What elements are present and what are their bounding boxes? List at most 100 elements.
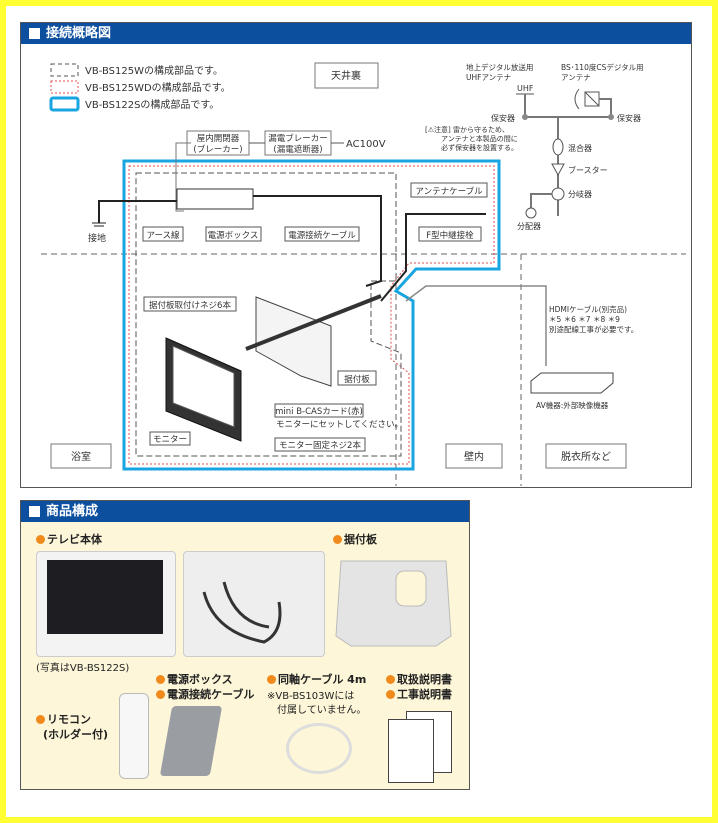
bullet-icon bbox=[267, 675, 276, 684]
av-device-label: AV機器:外部映像機器 bbox=[536, 400, 609, 410]
caution-note: アンテナと本製品の間に bbox=[441, 134, 518, 143]
monitor-label: モニター bbox=[153, 435, 187, 445]
bullet-icon bbox=[333, 535, 342, 544]
splitter-label: 分岐器 bbox=[568, 189, 592, 199]
section-header: 接続概略図 bbox=[21, 23, 691, 44]
earth-wire-label: アース線 bbox=[146, 230, 180, 241]
scope-vb-bs125w bbox=[135, 172, 402, 457]
item-power-box: 電源ボックス bbox=[156, 671, 233, 687]
item-tv-body: テレビ本体 bbox=[36, 531, 102, 547]
bcas-note: モニターにセットしてください。 bbox=[276, 420, 403, 430]
area-bathroom: 浴室 bbox=[71, 450, 91, 463]
hdmi-cable-line bbox=[405, 285, 547, 366]
mixer-icon bbox=[552, 138, 564, 156]
scope-vb-bs125wd bbox=[128, 165, 495, 465]
item-coax-cable: 同軸ケーブル 4m bbox=[267, 671, 366, 687]
tv-front-photo bbox=[36, 551, 176, 657]
legend-label: VB-BS125WDの構成部品です。 bbox=[85, 81, 231, 94]
item-label: 同軸ケーブル 4m bbox=[278, 673, 367, 686]
tv-back-photo bbox=[183, 551, 325, 657]
distributor-label: 分配器 bbox=[517, 222, 541, 231]
item-manual: 取扱説明書 bbox=[386, 671, 452, 687]
ac-voltage: AC100V bbox=[346, 139, 386, 150]
legend-swatch-red bbox=[50, 80, 79, 94]
coax-note: ※VB-BS103Wには bbox=[267, 691, 355, 702]
hdmi-note: HDMIケーブル(別売品) bbox=[549, 304, 627, 314]
booster-label: ブースター bbox=[568, 165, 608, 175]
square-icon bbox=[29, 506, 40, 517]
product-composition-panel: 商品構成 テレビ本体 (写真はVB-BS122S) 据付板 リモコン (ホルダー… bbox=[20, 500, 470, 790]
item-install-manual: 工事説明書 bbox=[386, 686, 452, 702]
caution-note: [⚠注意] 雷から守るため、 bbox=[425, 125, 509, 134]
item-label: 取扱説明書 bbox=[397, 673, 452, 686]
power-box-photo bbox=[159, 706, 223, 776]
power-cable-label: 電源接続ケーブル bbox=[288, 230, 356, 241]
av-device-drawing bbox=[530, 372, 614, 394]
power-box-label: 電源ボックス bbox=[208, 231, 259, 241]
mixer-label: 混合器 bbox=[568, 143, 592, 153]
antenna-cable-line bbox=[380, 213, 486, 302]
uhf-antenna-title: UHFアンテナ bbox=[466, 73, 511, 82]
item-remote: リモコン bbox=[36, 711, 91, 727]
connection-diagram: VB-BS125Wの構成部品です。 VB-BS125WDの構成部品です。 VB-… bbox=[41, 62, 686, 486]
uhf-label: UHF bbox=[517, 84, 534, 93]
protector-label: 保安器 bbox=[617, 113, 641, 123]
leakage-breaker-label: (漏電遮断器) bbox=[273, 144, 322, 155]
legend-label: VB-BS122Sの構成部品です。 bbox=[85, 98, 219, 111]
manual-photo bbox=[388, 719, 434, 783]
indoor-switch-label: 屋内開閉器 bbox=[197, 133, 240, 144]
antenna-cable-label: アンテナケーブル bbox=[415, 186, 483, 197]
earth-label: 接地 bbox=[88, 232, 106, 244]
bullet-icon bbox=[386, 675, 395, 684]
bullet-icon bbox=[36, 535, 45, 544]
item-label: 電源接続ケーブル bbox=[167, 688, 255, 701]
power-box-drawing bbox=[176, 188, 254, 210]
plate-label: 据付板 bbox=[344, 374, 370, 385]
remote-photo bbox=[119, 693, 149, 779]
caution-note: 必ず保安器を設置する。 bbox=[441, 143, 518, 152]
bs-antenna-title: BS･110度CSデジタル用 bbox=[561, 62, 644, 72]
mount-plate-photo bbox=[335, 560, 452, 647]
item-label: リモコン bbox=[47, 713, 91, 726]
bcas-label: mini B-CASカード(赤) bbox=[275, 407, 363, 417]
monitor-screws-label: モニター固定ネジ2本 bbox=[279, 440, 361, 451]
bullet-icon bbox=[36, 715, 45, 724]
legend-swatch-gray bbox=[50, 63, 79, 77]
hdmi-note: ＊5 ＊6 ＊7 ＊8 ＊9 bbox=[549, 315, 620, 324]
connection-diagram-panel: 接続概略図 VB-BS125Wの構成部品です。 VB-BS125WDの構成部品で… bbox=[20, 22, 692, 488]
photo-note: (写真はVB-BS122S) bbox=[36, 663, 130, 674]
leakage-breaker-label: 漏電ブレーカー bbox=[268, 133, 328, 144]
bullet-icon bbox=[386, 690, 395, 699]
plate-screws-label: 据付板取付けネジ6本 bbox=[149, 300, 231, 311]
protector-label: 保安器 bbox=[491, 113, 515, 123]
leakage-breaker-box bbox=[264, 130, 332, 156]
section-title: 商品構成 bbox=[46, 504, 99, 519]
item-remote-note: (ホルダー付) bbox=[43, 728, 109, 741]
area-ceiling: 天井裏 bbox=[331, 69, 361, 82]
uhf-antenna-title: 地上デジタル放送用 bbox=[466, 62, 533, 72]
legend-label: VB-BS125Wの構成部品です。 bbox=[85, 64, 223, 77]
bullet-icon bbox=[156, 675, 165, 684]
square-icon bbox=[29, 28, 40, 39]
indoor-switch-label: (ブレーカー) bbox=[193, 144, 242, 155]
area-dressing-room: 脱衣所など bbox=[561, 450, 611, 463]
legend-swatch-blue bbox=[49, 96, 80, 112]
area-wall: 壁内 bbox=[464, 450, 484, 463]
cable-bundle bbox=[245, 294, 382, 351]
coax-note: 付属していません。 bbox=[277, 705, 367, 716]
splitter-icon bbox=[551, 187, 565, 201]
item-mount-plate: 据付板 bbox=[333, 531, 377, 547]
area-ceiling-box bbox=[314, 62, 379, 89]
item-label: 電源ボックス bbox=[167, 673, 233, 686]
booster-icon bbox=[551, 163, 565, 177]
section-header: 商品構成 bbox=[21, 501, 469, 522]
bs-dish-icon bbox=[574, 88, 580, 110]
item-label: テレビ本体 bbox=[47, 533, 102, 546]
item-label: 工事説明書 bbox=[397, 688, 452, 701]
distributor-icon bbox=[525, 207, 537, 219]
coax-cable-photo bbox=[286, 723, 352, 774]
item-label: 据付板 bbox=[344, 533, 377, 546]
power-cable-line bbox=[253, 195, 382, 287]
item-power-cable: 電源接続ケーブル bbox=[156, 686, 254, 702]
